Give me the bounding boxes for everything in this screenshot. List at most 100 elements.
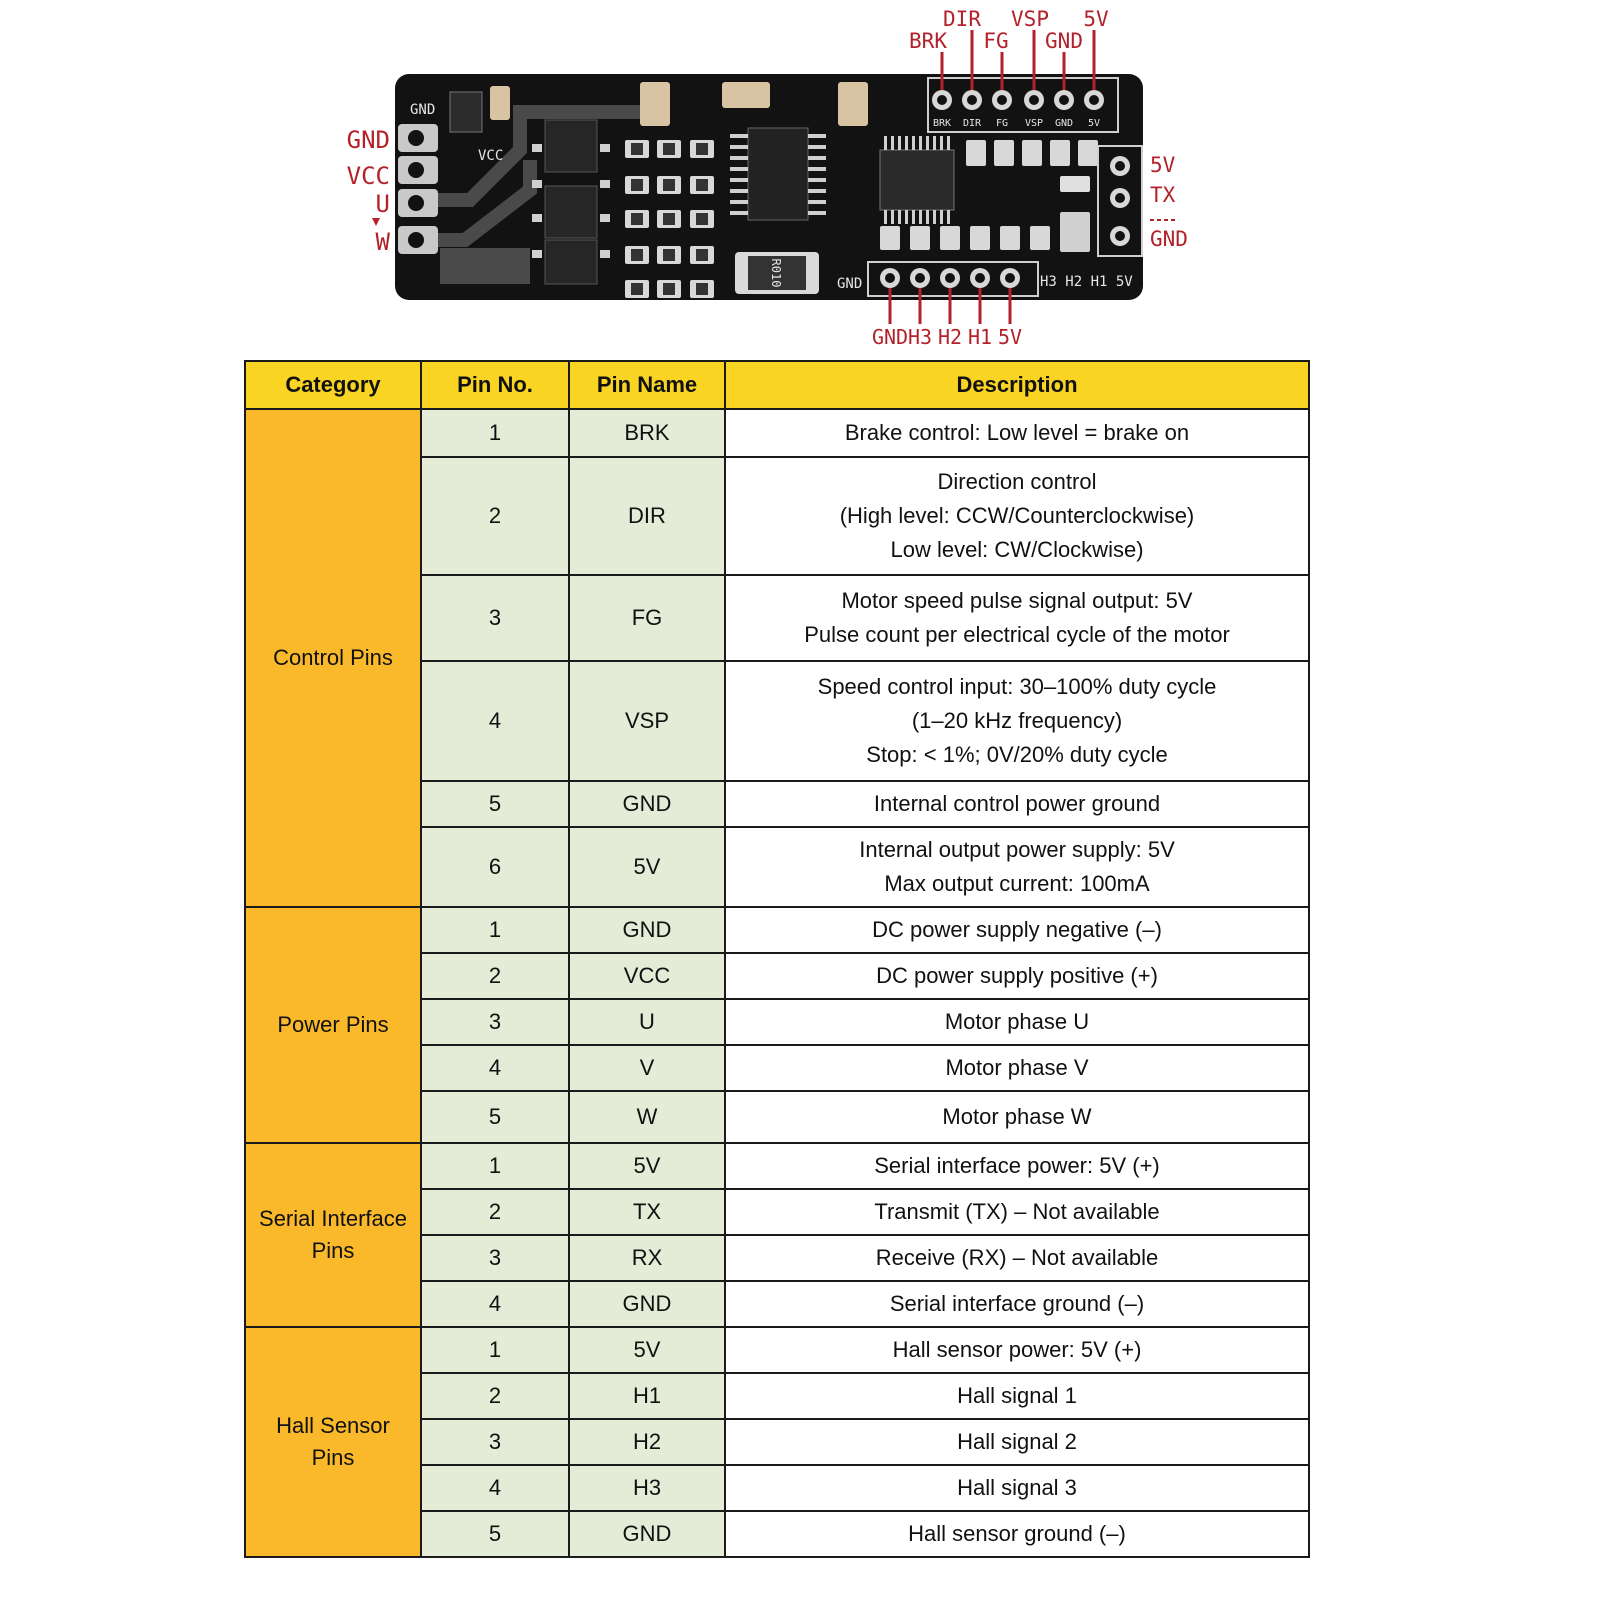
ic-leg — [730, 211, 748, 215]
smd-resistor — [1050, 140, 1070, 166]
header-pin-name: Pin Name — [568, 360, 726, 410]
callout-label: VSP — [1011, 7, 1049, 31]
header-pin-hole — [1029, 95, 1039, 105]
smd-resistor-body — [631, 213, 643, 225]
mcu-leg — [926, 210, 929, 224]
description-line: Speed control input: 30–100% duty cycle — [817, 674, 1217, 699]
smd-resistor — [966, 140, 986, 166]
pin-name-cell: GND — [568, 1510, 726, 1558]
pin-name-cell: RX — [568, 1234, 726, 1282]
shunt-resistor-label: R010 — [769, 259, 783, 288]
pin-name-cell: W — [568, 1090, 726, 1144]
terminal-hole — [408, 232, 424, 248]
description-line: Receive (RX) – Not available — [875, 1245, 1159, 1270]
mcu-leg — [919, 136, 922, 150]
header-pin-hole — [1115, 231, 1125, 241]
ic-leg — [808, 211, 826, 215]
smd-resistor — [1000, 226, 1020, 250]
description-cell: Receive (RX) – Not available — [724, 1234, 1310, 1282]
smd-resistor — [940, 226, 960, 250]
description-cell: Hall signal 2 — [724, 1418, 1310, 1466]
description-line: (High level: CCW/Counterclockwise) — [839, 503, 1195, 528]
pin-number-cell: 1 — [420, 906, 570, 954]
callout-label: 5V — [1150, 153, 1176, 177]
description-cell: Serial interface power: 5V (+) — [724, 1142, 1310, 1190]
description-line: DC power supply positive (+) — [876, 963, 1158, 988]
category-label: Pins — [311, 1238, 355, 1263]
copper-pour — [440, 248, 530, 284]
callout-label: W — [376, 228, 391, 256]
smd-resistor — [910, 226, 930, 250]
pin-pad — [600, 214, 610, 222]
mcu-leg — [884, 210, 887, 224]
header-pin-hole — [945, 273, 955, 283]
ic-leg — [730, 178, 748, 182]
smd-resistor — [880, 226, 900, 250]
silk-pin-label: DIR — [963, 118, 982, 129]
pin-name-cell: H1 — [568, 1372, 726, 1420]
silk-pin-label: 5V — [1088, 118, 1100, 129]
copper-trace — [430, 160, 537, 247]
ic-leg — [730, 200, 748, 204]
terminal-hole — [408, 162, 424, 178]
header-pin-hole — [937, 95, 947, 105]
pin-name-cell: DIR — [568, 456, 726, 576]
callout-label: GND — [347, 126, 390, 154]
mcu-leg — [905, 210, 908, 224]
left-terminal-pads — [398, 124, 438, 254]
description-line: Transmit (TX) – Not available — [874, 1199, 1160, 1224]
mcu-legs — [884, 136, 950, 224]
mcu-leg — [898, 136, 901, 150]
description-line: Max output current: 100mA — [884, 871, 1150, 896]
description-cell: Internal control power ground — [724, 780, 1310, 828]
mcu-leg — [933, 210, 936, 224]
pin-pad — [532, 250, 542, 258]
callout-label: H3 — [908, 325, 932, 349]
pin-number-cell: 4 — [420, 1464, 570, 1512]
mosfet-chip — [544, 119, 598, 173]
terminal-hole — [408, 195, 424, 211]
category-label: Power Pins — [277, 1012, 389, 1037]
pin-name-cell: VCC — [568, 952, 726, 1000]
pin-pad — [532, 144, 542, 152]
smd-resistor-body — [696, 179, 708, 191]
pin-name-cell: 5V — [568, 826, 726, 908]
pin-number-cell: 5 — [420, 1510, 570, 1558]
description-cell: Hall sensor power: 5V (+) — [724, 1326, 1310, 1374]
pin-number-cell: 2 — [420, 1372, 570, 1420]
copper-trace — [430, 105, 640, 207]
ic-leg — [730, 145, 748, 149]
callout-marker — [372, 218, 380, 226]
callout-label: GND — [1150, 227, 1188, 251]
pin-number-cell: 6 — [420, 826, 570, 908]
pin-pad — [600, 144, 610, 152]
silk-pin-label: GND — [1055, 118, 1073, 129]
pin-number-cell: 5 — [420, 780, 570, 828]
pin-name-cell: H2 — [568, 1418, 726, 1466]
shunt-resistor-body — [748, 256, 806, 290]
smd-resistor-body — [663, 283, 675, 295]
header-pin-hole — [1059, 95, 1069, 105]
smd-resistor-body — [631, 143, 643, 155]
callout-label: GND — [872, 325, 908, 349]
header-category: Category — [244, 360, 422, 410]
ic-leg — [808, 134, 826, 138]
ic-leg — [808, 167, 826, 171]
description-line: Serial interface ground (–) — [889, 1291, 1145, 1316]
pin-name-cell: H3 — [568, 1464, 726, 1512]
pin-number-cell: 2 — [420, 456, 570, 576]
pin-number-cell: 3 — [420, 1234, 570, 1282]
